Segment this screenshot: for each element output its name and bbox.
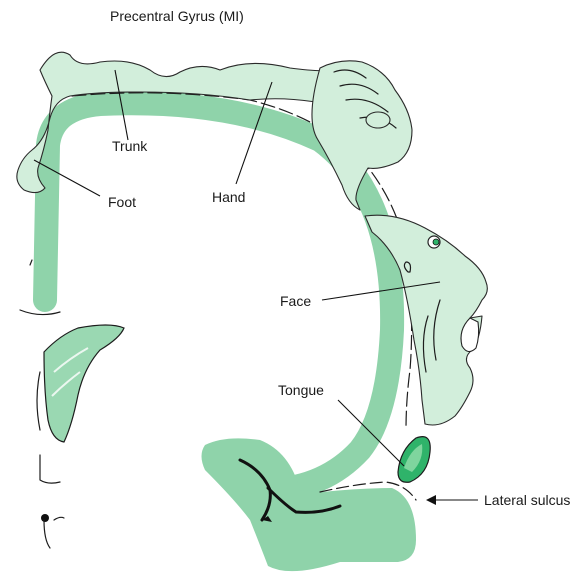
label-lateral-sulcus: Lateral sulcus — [484, 492, 570, 508]
figure-title: Precentral Gyrus (MI) — [110, 8, 244, 24]
label-tongue: Tongue — [278, 382, 324, 398]
label-foot: Foot — [108, 194, 136, 210]
label-hand: Hand — [212, 189, 245, 205]
tongue-shape — [398, 437, 430, 483]
label-face: Face — [280, 293, 311, 309]
label-trunk: Trunk — [112, 138, 148, 154]
